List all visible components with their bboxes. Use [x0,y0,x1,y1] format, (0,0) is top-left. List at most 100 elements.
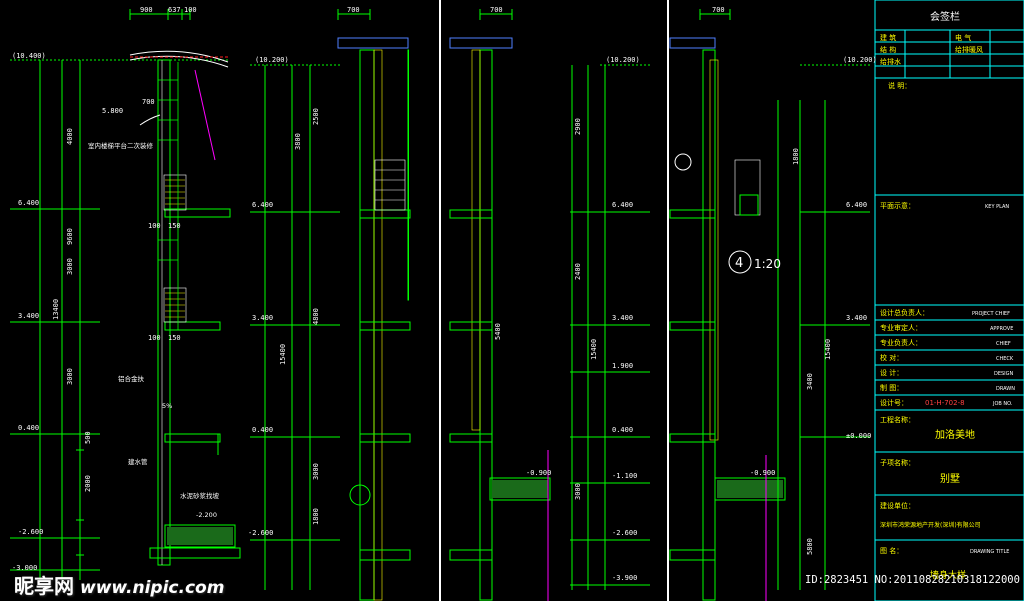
tb-subproject-label: 子项名称： [880,458,915,467]
tb-role-0: 设计总负责人： [880,308,929,317]
note-mortar: 水泥砂浆找坡 [180,491,220,500]
left-annot-100-b: 100 [148,334,161,342]
vdim-left-13400: 13400 [52,299,60,320]
dim-top-700-a: 700 [347,6,360,14]
elev-r-3400: 3.400 [612,314,633,322]
tb-header: 会签栏 [930,10,960,23]
elev-r-6400: 6.400 [612,201,633,209]
mid-label-0900-b: -0.900 [750,469,775,477]
elev-r-top: (10.200) [606,56,640,64]
vdim-rr-1800: 1800 [792,148,800,165]
vdim-rr-5800: 5800 [806,538,814,555]
elev-r-m3900: -3.900 [612,574,637,582]
tb-sign-label-2: 给排水 [880,57,901,66]
tb-role-5: 制 图： [880,383,903,392]
tb-drawing-label: 图 名： [880,546,903,555]
elev-mid-6400: 6.400 [252,201,273,209]
elev-left-m3000: -3.000 [12,564,37,572]
vdim-mid-5400: 5400 [494,323,502,340]
tb-project-label: 工程名称： [880,415,915,424]
section-middle [250,0,650,601]
vdim-left-2000: 2000 [84,475,92,492]
elev-rr-3400: 3.400 [846,314,867,322]
elev-left-m2600: -2.600 [18,528,43,536]
tb-role-1: 专业审定人： [880,323,922,332]
elev-mid-m2600: -2.600 [248,529,273,537]
vdim-mid-3800: 3800 [294,133,302,150]
tb-drawing-name: 墙身大样 [930,569,966,581]
watermark-url: www.nipic.com [80,578,225,598]
detail-scale: 1:20 [754,257,781,271]
tb-drawing-en: DRAWING TITLE [970,549,1009,555]
elev-r-0400: 0.400 [612,426,633,434]
vdim-left-3000-a: 3000 [66,258,74,275]
vdim-mid-3000: 3000 [312,463,320,480]
dim-top-900: 900 [140,6,153,14]
elev-rr-0000: ±0.000 [846,432,871,440]
section-left [10,9,241,580]
vdim-r-2900: 2900 [574,118,582,135]
tb-subproject-name: 别墅 [940,473,960,485]
elev-mid-0400: 0.400 [252,426,273,434]
tb-keyplan-en: KEY PLAN [985,204,1009,210]
tb-role-3-en: CHECK [996,356,1014,362]
tb-role-0-en: PROJECT CHIEF [972,311,1010,317]
tb-role-5-en: DRAWN [996,386,1015,392]
mid-label-0900-a: -0.900 [526,469,551,477]
tb-sign-mid-0: 电 气 [955,33,971,42]
dim-top-637: 637 [168,6,181,14]
title-block-frame [874,0,1024,601]
left-annot-5800: 5.800 [102,107,123,115]
elev-r-m2600: -2.600 [612,529,637,537]
vdim-left-4000: 4000 [66,128,74,145]
tb-client-label: 建设单位： [880,501,915,510]
tb-role-2-en: CHIEF [996,341,1011,347]
note-2200: -2.200 [196,511,217,519]
left-annot-100-a: 100 [148,222,161,230]
note-drain: 建水管 [128,457,148,466]
tb-client-name: 深圳市鸿荣源地产开发(深圳)有限公司 [880,521,981,529]
tb-role-6: 设计号： [880,398,908,407]
elev-left-6400: 6.400 [18,199,39,207]
vdim-mid-1800: 1800 [312,508,320,525]
tb-keyplan-label: 平面示意： [880,201,915,210]
vdim-r-2400: 2400 [574,263,582,280]
vdim-r-15400: 15400 [590,339,598,360]
elev-rr-top: (10.200) [843,56,877,64]
left-annot-700: 700 [142,98,155,106]
tb-sign-label-0: 建 筑 [880,33,896,42]
elev-r-m1100: -1.100 [612,472,637,480]
note-slope: 5% [162,402,172,410]
detail-circle-number: 4 [735,256,743,271]
tb-notes-label: 说 明： [888,81,911,90]
tb-sign-label-1: 结 构 [880,45,896,54]
tb-role-4-en: DESIGN [994,371,1014,377]
image-id-line: ID:2823451 NO:20110828210318122000 [805,574,1020,586]
note-rail: 铝合金扶 [118,374,145,383]
left-annot-150-b: 150 [168,334,181,342]
section-right [667,0,870,601]
watermark-brand: 昵享网 [14,574,74,598]
elev-rr-6400: 6.400 [846,201,867,209]
vdim-left-9600: 9600 [66,228,74,245]
dim-top-700-b: 700 [490,6,503,14]
dim-top-700-c: 700 [712,6,725,14]
elev-left-top: (10.400) [12,52,46,60]
tb-role-3: 校 对： [880,353,903,362]
tb-role-6-en: JOB NO. [992,401,1013,407]
elev-mid-3400: 3.400 [252,314,273,322]
vdim-left-3000-b: 3000 [66,368,74,385]
tb-role-1-en: APPROVE [990,326,1013,332]
elev-left-3400: 3.400 [18,312,39,320]
vdim-mid-4800: 4800 [312,308,320,325]
vdim-rr-15400: 15400 [824,339,832,360]
left-annot-150-a: 150 [168,222,181,230]
tb-project-name: 加洛美地 [935,428,975,441]
vdim-mid-15400: 15400 [279,344,287,365]
vdim-r-3000: 3000 [574,483,582,500]
vdim-mid-2500: 2500 [312,108,320,125]
tb-sign-mid-1: 给排暖风 [955,45,983,54]
elev-left-0400: 0.400 [18,424,39,432]
tb-jobno: 01-H-702-8 [925,399,965,407]
